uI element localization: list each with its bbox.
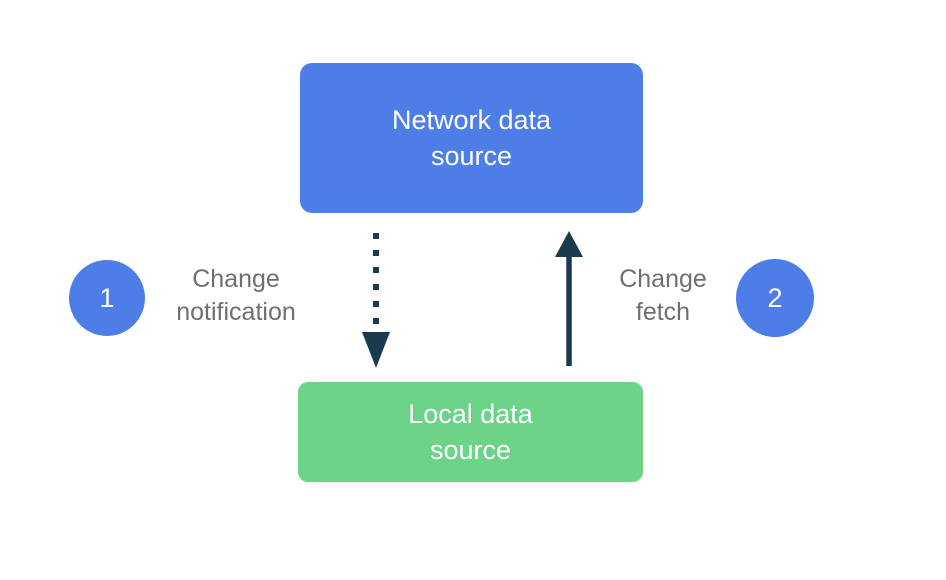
change-fetch-label: Change fetch [619,265,707,326]
step-1-badge: 1 [69,260,145,336]
change-fetch-solid-up-arrow-icon [555,231,583,366]
change-notification-dotted-down-arrow-icon [362,233,390,368]
local-data-source-node: Local data source [298,382,643,482]
step-2-number: 2 [767,282,783,313]
change-notification-label: Change notification [176,265,296,326]
step-1-number: 1 [99,282,115,313]
network-data-source-node: Network data source [300,63,643,213]
network-data-source-label: Network data source [391,105,552,171]
local-data-source-label: Local data source [408,399,533,465]
step-2-badge: 2 [736,259,814,337]
